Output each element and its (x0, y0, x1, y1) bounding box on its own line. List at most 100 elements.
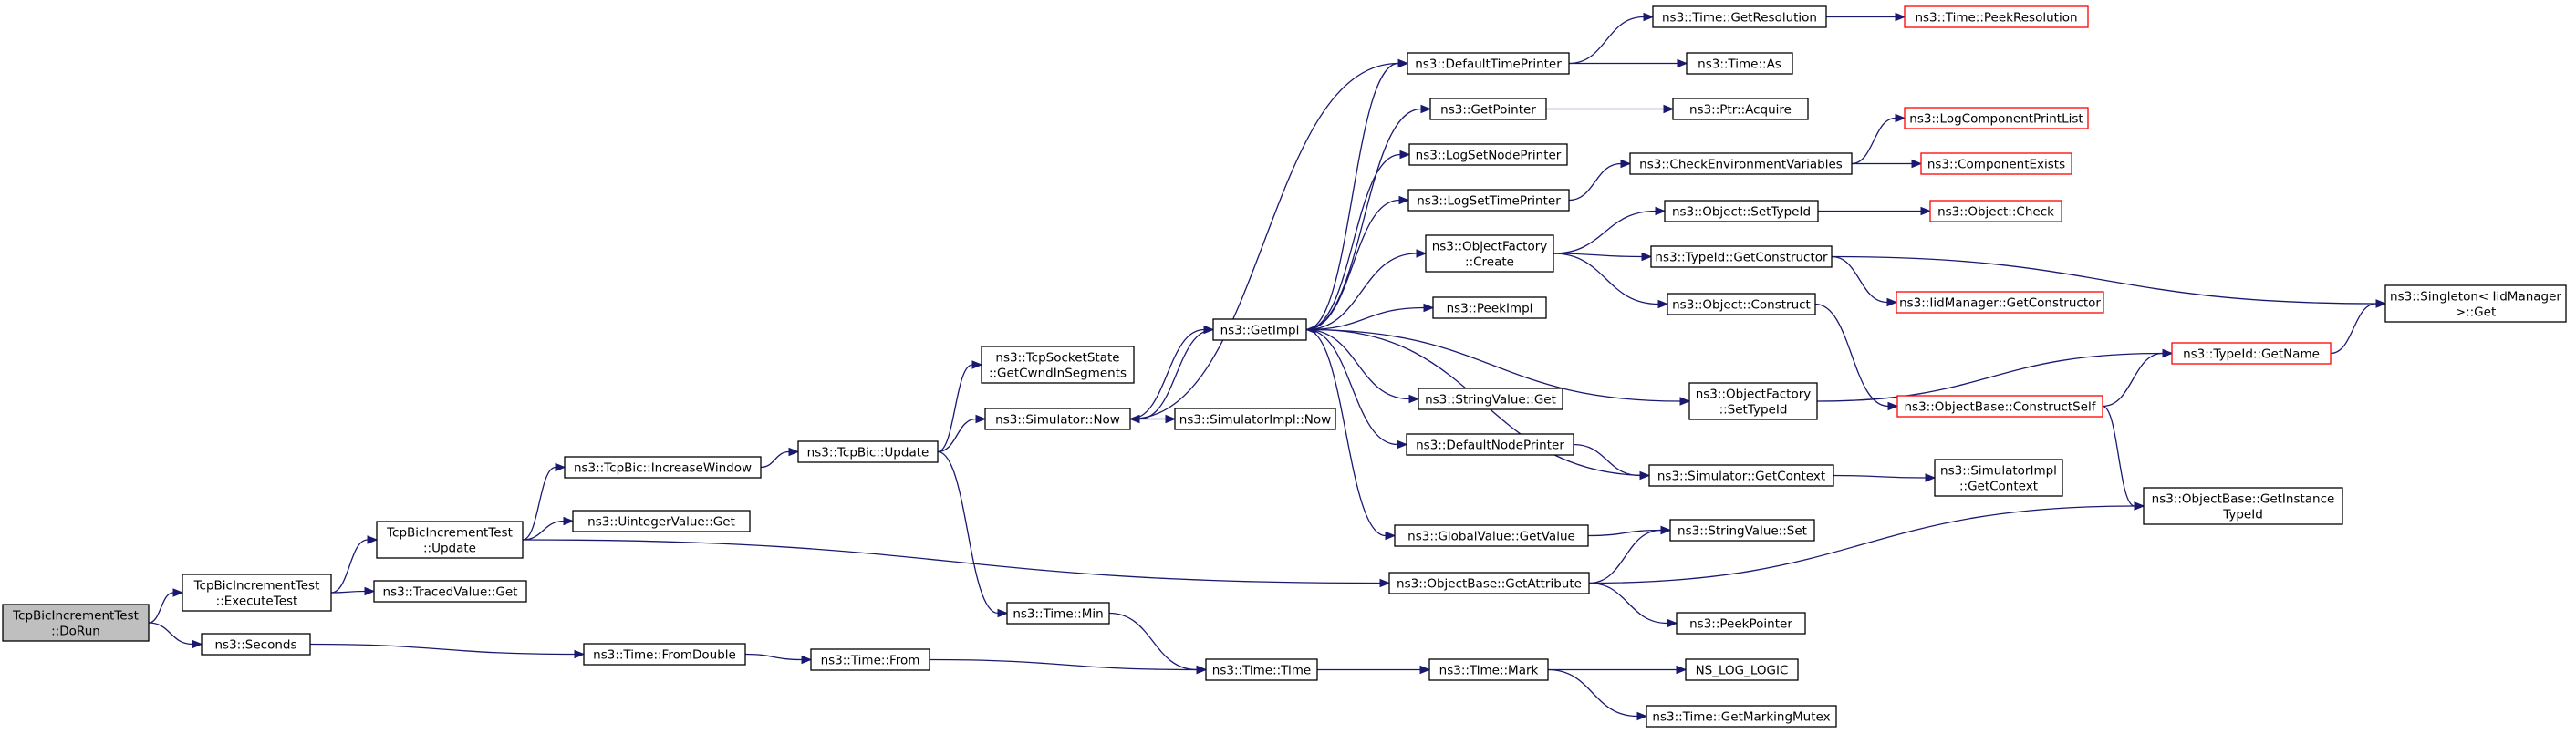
node-defnodeprinter[interactable]: ns3::DefaultNodePrinter (1406, 433, 1574, 456)
edge-line (2330, 303, 2377, 355)
edge-line (1305, 328, 1681, 402)
node-simgetctx[interactable]: ns3::Simulator::GetContext (1648, 464, 1834, 487)
edge-line (2102, 352, 2164, 408)
edge-checkenv-to-compexists (1852, 159, 1923, 169)
node-logsetnode[interactable]: ns3::LogSetNodePrinter (1408, 143, 1568, 166)
node-fromdouble[interactable]: ns3::Time::FromDouble (583, 643, 746, 666)
node-box (1652, 5, 1827, 28)
node-objcheck[interactable]: ns3::Object::Check (1929, 200, 2062, 222)
node-globalget[interactable]: ns3::GlobalValue::GetValue (1394, 524, 1589, 547)
node-label: ns3::Time::FromDouble (593, 648, 736, 663)
node-box (182, 574, 332, 612)
edge-arrowhead (788, 447, 800, 457)
edge-objbaseconstructself-to-objbasegetinst (2102, 405, 2145, 511)
node-label: ns3::SimulatorImpl (1940, 464, 2057, 479)
node-label: ns3::Ptr::Acquire (1689, 103, 1792, 118)
node-bicupdate[interactable]: ns3::TcpBic::Update (797, 440, 939, 463)
node-deftimeprinter[interactable]: ns3::DefaultTimePrinter (1407, 52, 1570, 75)
edge-line (1305, 306, 1425, 331)
node-ptracquire[interactable]: ns3::Ptr::Acquire (1672, 98, 1809, 120)
edge-arrowhead (1419, 665, 1431, 675)
edge-arrowhead (1660, 525, 1672, 535)
node-timefrom[interactable]: ns3::Time::From (810, 648, 930, 671)
node-typeidgetctor[interactable]: ns3::TypeId::GetConstructor (1650, 245, 1833, 268)
node-box (1664, 200, 1819, 222)
node-peekpointer[interactable]: ns3::PeekPointer (1676, 612, 1806, 635)
node-getimpl[interactable]: ns3::GetImpl (1212, 318, 1307, 341)
node-simimplgetctx[interactable]: ns3::SimulatorImpl::GetContext (1934, 459, 2063, 497)
edge-arrowhead (1895, 12, 1906, 22)
node-getres[interactable]: ns3::Time::GetResolution (1652, 5, 1827, 28)
node-seconds[interactable]: ns3::Seconds (201, 633, 311, 656)
node-nslog[interactable]: NS_LOG_LOGIC (1685, 658, 1799, 681)
node-getpointer[interactable]: ns3::GetPointer (1429, 98, 1547, 120)
node-compexists[interactable]: ns3::ComponentExists (1920, 152, 2072, 175)
edge-arrowhead (563, 516, 575, 526)
edge-deftimeprinter-to-getres (1568, 12, 1655, 65)
edge-deftimeprinter-to-timeas (1569, 58, 1688, 68)
node-box (1428, 658, 1549, 681)
node-label: ::Update (423, 542, 476, 556)
edge-getimpl-to-simnow (1128, 328, 1214, 424)
node-singletonget[interactable]: ns3::Singleton< IidManager >::Get (2384, 284, 2567, 323)
node-updatetest[interactable]: TcpBicIncrementTest::Update (376, 521, 524, 559)
node-box (1429, 98, 1547, 120)
node-box (1904, 5, 2089, 28)
edge-line (760, 450, 790, 469)
edge-arrowhead (364, 586, 376, 596)
node-label: ns3::StringValue::Set (1678, 524, 1807, 539)
edge-arrowhead (997, 608, 1009, 618)
node-objfactcreate[interactable]: ns3::ObjectFactory::Create (1425, 234, 1554, 273)
edge-arrowhead (975, 414, 987, 424)
node-peekres[interactable]: ns3::Time::PeekResolution (1904, 5, 2089, 28)
edge-line (1814, 303, 1889, 408)
node-peekimpl[interactable]: ns3::PeekImpl (1432, 296, 1547, 319)
edge-line (309, 643, 576, 656)
node-timeas[interactable]: ns3::Time::As (1686, 52, 1793, 75)
edge-updatetest-to-uintget (522, 516, 575, 541)
node-box (1629, 152, 1853, 175)
node-simnow[interactable]: ns3::Simulator::Now (984, 408, 1131, 430)
edge-line (1129, 328, 1205, 420)
node-objbaseconstructself[interactable]: ns3::ObjectBase::ConstructSelf (1896, 395, 2103, 418)
node-checkenv[interactable]: ns3::CheckEnvironmentVariables (1629, 152, 1853, 175)
edge-line (1851, 117, 1896, 165)
edge-defnodeprinter-to-simgetctx (1573, 443, 1651, 481)
edge-bicupdate-to-timemin (937, 450, 1009, 618)
node-box (1650, 245, 1833, 268)
node-stringget[interactable]: ns3::StringValue::Get (1418, 388, 1563, 410)
edge-line (148, 622, 193, 646)
node-typeidgetname[interactable]: ns3::TypeId::GetName (2171, 342, 2332, 365)
node-exectest[interactable]: TcpBicIncrementTest::ExecuteTest (182, 574, 332, 612)
edge-arrowhead (1920, 206, 1932, 216)
node-label: ns3::Time::GetMarkingMutex (1652, 710, 1830, 725)
node-getmarkmutex[interactable]: ns3::Time::GetMarkingMutex (1646, 705, 1837, 728)
node-timemin[interactable]: ns3::Time::Min (1006, 602, 1110, 625)
node-label: ns3::PeekPointer (1689, 617, 1792, 632)
node-simimplnow[interactable]: ns3::SimulatorImpl::Now (1174, 408, 1336, 430)
node-tracedget[interactable]: ns3::TracedValue::Get (373, 580, 527, 603)
edge-checkenv-to-logcompprint (1851, 113, 1906, 165)
node-timemark[interactable]: ns3::Time::Mark (1428, 658, 1549, 681)
node-logcompprint[interactable]: ns3::LogComponentPrintList (1904, 107, 2089, 129)
node-incwin[interactable]: ns3::TcpBic::IncreaseWindow (564, 456, 762, 479)
node-objbasegetattr[interactable]: ns3::ObjectBase::GetAttribute (1388, 572, 1590, 594)
node-stringset[interactable]: ns3::StringValue::Set (1669, 519, 1815, 542)
node-objsettypeid[interactable]: ns3::Object::SetTypeId (1664, 200, 1819, 222)
node-objconstruct[interactable]: ns3::Object::Construct (1667, 293, 1816, 315)
node-label: ns3::Singleton< IidManager (2390, 290, 2561, 305)
node-uintget[interactable]: ns3::UintegerValue::Get (572, 510, 751, 532)
node-label: ns3::Time::GetResolution (1662, 11, 1817, 26)
node-objfactsettypeid[interactable]: ns3::ObjectFactory::SetTypeId (1688, 382, 1818, 420)
node-label: ::Create (1465, 255, 1514, 270)
edge-exectest-to-updatetest (330, 535, 379, 594)
edge-line (1588, 529, 1662, 584)
node-timetime[interactable]: ns3::Time::Time (1205, 658, 1318, 681)
edge-arrowhead (1895, 113, 1906, 123)
node-logsettime[interactable]: ns3::LogSetTimePrinter (1407, 189, 1570, 212)
node-label: ns3::Object::SetTypeId (1672, 205, 1811, 220)
edge-seconds-to-fromdouble (309, 643, 586, 659)
node-getcwnd[interactable]: ns3::TcpSocketState::GetCwndInSegments (981, 346, 1135, 384)
node-iidmgr[interactable]: ns3::IidManager::GetConstructor (1896, 291, 2104, 314)
